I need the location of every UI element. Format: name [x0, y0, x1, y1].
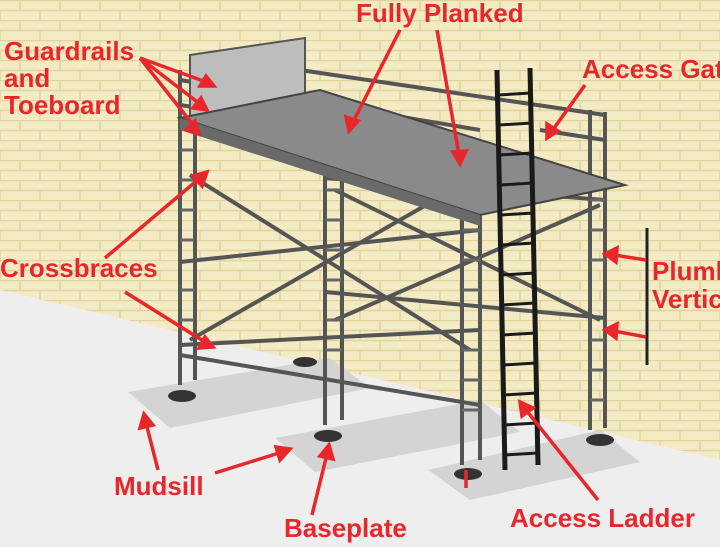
baseplates	[168, 357, 614, 480]
label-guardrails-line1: Guardrails	[4, 36, 135, 66]
label-arrows	[103, 29, 647, 516]
label-access-ladder: Access Ladder	[510, 503, 695, 533]
frame-rungs	[180, 148, 605, 412]
access-ladder	[494, 67, 541, 471]
label-fully-planked: Fully Planked	[356, 0, 524, 28]
label-plumb-line2: Vertical	[652, 284, 720, 314]
label-guardrails-and-toeboard: Guardrails and Toeboard	[4, 38, 134, 119]
label-guardrails-line3: Toeboard	[4, 90, 121, 120]
label-baseplate: Baseplate	[284, 513, 407, 543]
label-plumb-line1: Plumb	[652, 256, 720, 286]
label-access-gate: Access Gate	[582, 54, 720, 84]
label-mudsill: Mudsill	[114, 471, 204, 501]
label-crossbraces: Crossbraces	[0, 253, 158, 283]
label-plumb-vertical: Plumb Vertical	[652, 258, 720, 314]
plank-deck-edge	[180, 118, 480, 226]
label-guardrails-line2: and	[4, 63, 51, 93]
mudsill-right	[428, 430, 640, 500]
mudsill-middle	[275, 400, 520, 472]
